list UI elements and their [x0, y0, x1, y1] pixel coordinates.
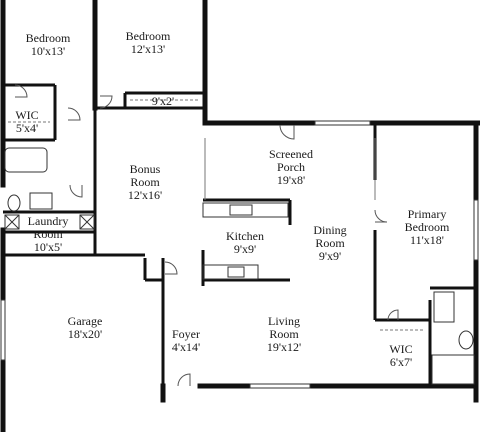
door-wic2 [387, 309, 399, 321]
porch-screens [204, 138, 376, 200]
windows [0, 120, 479, 389]
stove [227, 266, 245, 278]
window-garage-left [0, 299, 6, 361]
dryer [79, 214, 95, 230]
window-primary-right [473, 199, 479, 261]
counter-bottom [202, 264, 259, 280]
window-porch-top [314, 120, 371, 126]
laundry-appliances [4, 214, 95, 230]
wall-bottom-right [197, 383, 479, 403]
interior-walls [3, 83, 476, 386]
sink [229, 204, 253, 216]
closet-shelves [8, 99, 425, 331]
door-wic1 [14, 84, 28, 98]
washer [4, 214, 20, 230]
vanity-primary [433, 291, 455, 323]
counter-top [202, 202, 289, 218]
window-living-bottom [249, 383, 311, 389]
door-primary [374, 209, 388, 223]
door-swings [14, 84, 399, 387]
door-porch [279, 124, 295, 140]
toilet-primary [458, 330, 474, 350]
toilet [7, 194, 21, 212]
bath-fixtures [4, 147, 475, 385]
kitchen-counters [202, 202, 289, 280]
door-garage [164, 261, 178, 275]
door-bed2 [99, 95, 113, 109]
shower [431, 354, 475, 385]
door-bed1 [67, 107, 81, 121]
door-entry [177, 373, 191, 387]
vanity [29, 192, 53, 210]
door-bath [69, 184, 83, 198]
bathtub [4, 147, 48, 173]
